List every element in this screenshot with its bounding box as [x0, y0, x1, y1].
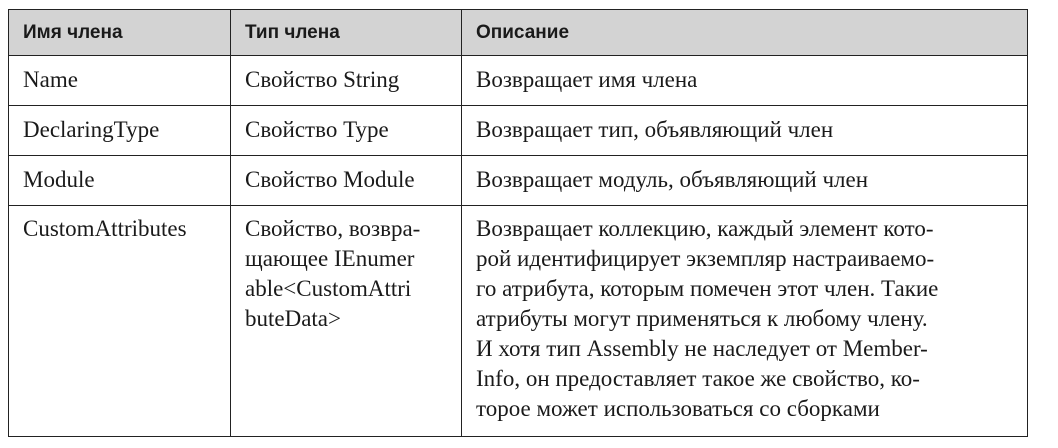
description-text-line: Возвращает коллекцию, каждый элемент кот… [476, 216, 934, 241]
description-text-line: Info, он предоставляет такое же свойство… [476, 366, 920, 391]
member-description-cell: Возвращает имя члена [461, 55, 1028, 106]
description-text-line: рой идентифицирует экземпляр настраиваем… [476, 246, 935, 271]
member-description-cell: Возвращает коллекцию, каждый элемент кот… [461, 205, 1028, 437]
member-type-cell: Свойство, возвра- щающее IEnumer able<Cu… [230, 205, 462, 437]
type-text-line: buteData> [245, 306, 341, 331]
description-text-line: атрибуты могут применяться к любому член… [476, 306, 928, 331]
member-name-cell: DeclaringType [8, 105, 231, 156]
member-name-cell: Name [8, 55, 231, 106]
member-type-cell: Свойство Module [230, 155, 462, 206]
member-name-cell: CustomAttributes [8, 205, 231, 437]
header-description: Описание [461, 9, 1028, 56]
description-text-line: торое может использоваться со сборками [476, 396, 880, 421]
table-row: CustomAttributes Свойство, возвра- щающе… [8, 205, 1028, 437]
table-row: Name Свойство String Возвращает имя член… [8, 55, 1028, 106]
member-info-table: Имя члена Тип члена Описание Name Свойст… [8, 9, 1028, 437]
type-text-line: Свойство, возвра- [245, 216, 421, 241]
member-description-cell: Возвращает тип, объявляющий член [461, 105, 1028, 156]
member-name-cell: Module [8, 155, 231, 206]
type-text-line: able<CustomAttri [245, 276, 412, 301]
description-text-line: го атрибута, которым помечен этот член. … [476, 276, 939, 301]
type-text-line: щающее IEnumer [245, 246, 415, 271]
member-type-cell: Свойство String [230, 55, 462, 106]
description-text-line: И хотя тип Assembly не наследует от Memb… [476, 336, 928, 361]
member-description-cell: Возвращает модуль, объявляющий член [461, 155, 1028, 206]
table-header-row: Имя члена Тип члена Описание [8, 9, 1028, 56]
header-member-name: Имя члена [8, 9, 231, 56]
table-row: Module Свойство Module Возвращает модуль… [8, 155, 1028, 206]
member-type-cell: Свойство Type [230, 105, 462, 156]
header-member-type: Тип члена [230, 9, 462, 56]
table-row: DeclaringType Свойство Type Возвращает т… [8, 105, 1028, 156]
